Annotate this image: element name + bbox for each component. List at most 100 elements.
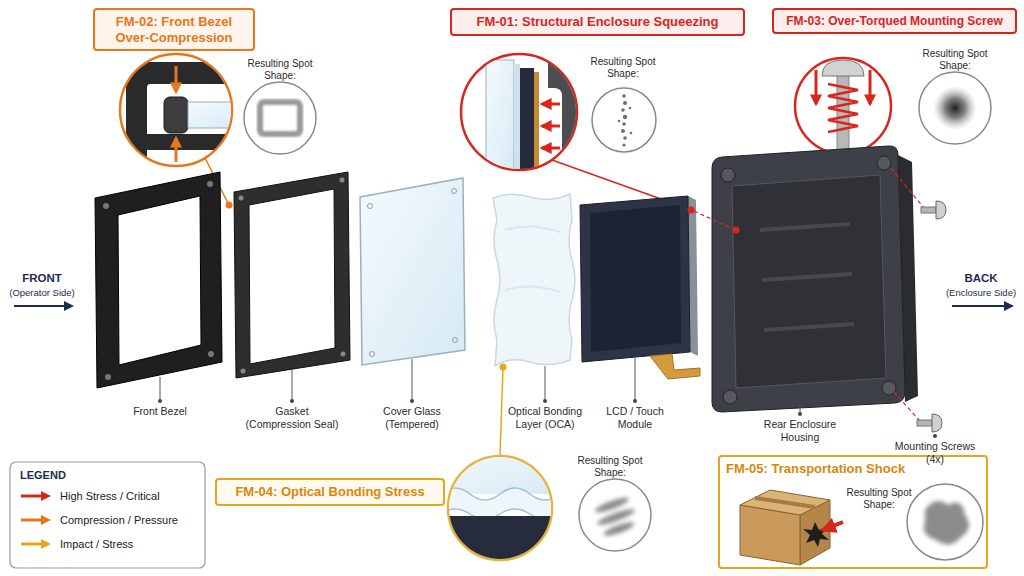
zoom-circle bbox=[795, 58, 891, 154]
direction-sublabel: (Operator Side) bbox=[0, 287, 84, 298]
callout-title: FM-01: Structural Enclosure Squeezing bbox=[458, 14, 737, 30]
pressure-arrow bbox=[175, 138, 178, 162]
gasket-section bbox=[164, 97, 188, 133]
dot-line-spot bbox=[618, 94, 633, 146]
legend-entry: Impact / Stress bbox=[20, 538, 133, 550]
mount-hole bbox=[341, 352, 346, 357]
oca-section bbox=[514, 64, 520, 184]
failure-mode-callout: FM-01: Structural Enclosure Squeezing bbox=[450, 8, 745, 36]
leader-line bbox=[500, 368, 503, 455]
legend-arrow bbox=[20, 538, 52, 550]
leader-dot bbox=[798, 412, 802, 416]
gasket bbox=[234, 172, 350, 378]
spot-dot bbox=[622, 94, 626, 98]
bezel-lip bbox=[147, 134, 247, 150]
blob-spot bbox=[924, 501, 969, 545]
failure-mode-callout: FM-02: Front Bezel Over-Compression bbox=[93, 8, 255, 51]
leader-line bbox=[635, 358, 636, 400]
leader-dot bbox=[543, 399, 547, 403]
legend-frame bbox=[10, 462, 205, 568]
mount-hole bbox=[103, 203, 109, 209]
leader-line bbox=[800, 404, 801, 413]
mount-hole bbox=[239, 196, 244, 201]
spot-dot bbox=[622, 122, 626, 126]
glass-hole bbox=[370, 352, 375, 357]
screw-shaft bbox=[921, 207, 936, 213]
spot-dot bbox=[618, 120, 621, 123]
mount-hole bbox=[105, 374, 111, 380]
part-name: LCD / Touch Module bbox=[595, 405, 675, 430]
leader-line bbox=[160, 377, 161, 400]
spot-dot bbox=[630, 132, 633, 135]
mounting-screw bbox=[921, 201, 946, 219]
zoom-detail bbox=[126, 62, 250, 180]
spot-dot bbox=[621, 108, 625, 112]
leader-dot bbox=[226, 202, 233, 209]
oca-wave bbox=[440, 488, 562, 519]
glass-section bbox=[188, 102, 250, 128]
legend-arrow-head bbox=[41, 515, 51, 525]
callout-title: FM-04: Optical Bonding Stress bbox=[223, 484, 437, 500]
spot-circle bbox=[907, 484, 983, 560]
legend-entry: Compression / Pressure bbox=[20, 514, 178, 526]
spot-caption: Resulting Spot Shape: bbox=[846, 487, 912, 511]
zoom-detail bbox=[486, 48, 585, 184]
glass-hole bbox=[452, 189, 457, 194]
mount-hole bbox=[340, 178, 345, 183]
legend-arrow bbox=[20, 490, 52, 502]
glass-hole bbox=[368, 204, 373, 209]
mount-hole bbox=[241, 369, 246, 374]
part-name: Optical Bonding Layer (OCA) bbox=[495, 405, 595, 430]
legend-arrow-head bbox=[41, 539, 51, 549]
optical-bonding-layer bbox=[493, 194, 575, 366]
legend-heading: LEGEND bbox=[20, 469, 140, 482]
frame-spot bbox=[260, 102, 300, 134]
screw-boss bbox=[721, 168, 735, 182]
impact-star bbox=[803, 522, 829, 547]
legend-entry: High Stress / Critical bbox=[20, 490, 160, 502]
spot-dot bbox=[622, 143, 625, 146]
spot-dot bbox=[629, 107, 632, 110]
mounting-screw bbox=[917, 414, 942, 432]
glass-section bbox=[440, 450, 562, 494]
glass-hole bbox=[453, 338, 458, 343]
spot-streak bbox=[603, 520, 636, 538]
leader-dot bbox=[410, 399, 414, 403]
zoom-detail bbox=[440, 450, 562, 566]
spot-circle bbox=[579, 479, 651, 551]
leader-dot bbox=[688, 207, 695, 214]
leader-dot bbox=[290, 399, 294, 403]
leader-dot bbox=[633, 399, 637, 403]
callout-title: FM-03: Over-Torqued Mounting Screw bbox=[780, 14, 1009, 28]
mount-hole bbox=[207, 181, 213, 187]
spot-dot bbox=[623, 101, 627, 105]
failure-mode-callout: FM-04: Optical Bonding Stress bbox=[215, 478, 445, 506]
impact-arrow bbox=[823, 522, 843, 530]
leader-dot bbox=[733, 227, 740, 234]
carton-tape bbox=[755, 498, 815, 507]
torque-spring bbox=[828, 84, 858, 132]
spot-circle bbox=[592, 88, 656, 152]
spot-circle bbox=[244, 82, 316, 154]
screw-head bbox=[822, 60, 864, 76]
screw-head bbox=[932, 414, 942, 432]
lcd-module bbox=[580, 196, 690, 362]
leader-line bbox=[292, 370, 293, 400]
screw-boss bbox=[877, 156, 891, 170]
screw-boss bbox=[723, 390, 737, 404]
lcd-screen bbox=[590, 205, 681, 352]
housing-rib bbox=[760, 224, 854, 330]
leader-line bbox=[412, 359, 413, 400]
leader-line bbox=[545, 366, 546, 400]
point-spot bbox=[933, 86, 977, 130]
part-name: Gasket (Compression Seal) bbox=[242, 405, 342, 430]
squeeze-arrow bbox=[542, 125, 560, 128]
zoom-detail bbox=[822, 60, 864, 154]
spot-dot bbox=[621, 129, 625, 133]
leader-line bbox=[694, 211, 733, 229]
mount-hole bbox=[208, 351, 214, 357]
glass-section bbox=[486, 60, 514, 184]
direction-arrow bbox=[14, 305, 72, 307]
